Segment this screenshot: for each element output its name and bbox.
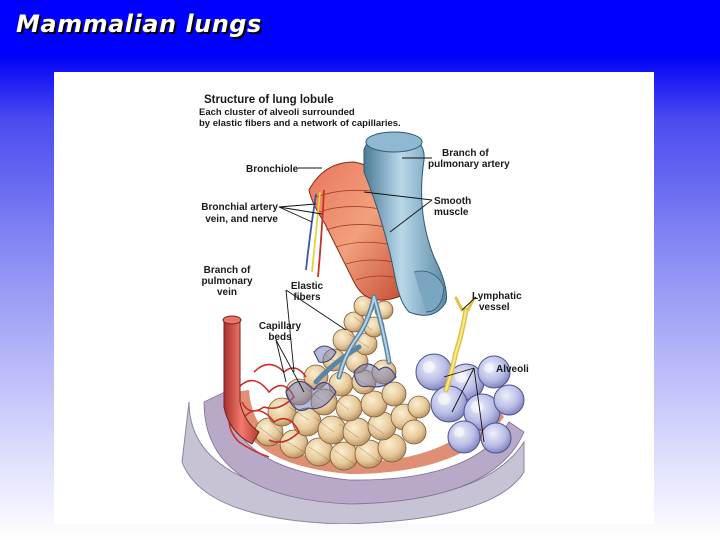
label-smooth-muscle-2: muscle <box>434 207 469 218</box>
label-lymphatic-vessel-1: Lymphatic <box>472 291 522 302</box>
figure-subheading-line-1: Each cluster of alveoli surrounded <box>199 107 355 118</box>
label-branch-pulmonary-vein-1: Branch of <box>203 265 251 276</box>
capillary-beds <box>285 345 397 411</box>
leader-lines <box>275 157 485 443</box>
label-bronchial-artery-1: Bronchial artery <box>201 202 278 213</box>
figure-panel: Structure of lung lobule Each cluster of… <box>54 72 654 524</box>
title-bar: Mammalian lungs <box>0 0 720 54</box>
label-smooth-muscle-1: Smooth <box>434 196 472 207</box>
label-alveoli: Alveoli <box>496 364 529 375</box>
label-capillary-beds-2: beds <box>268 332 292 343</box>
label-branch-pulmonary-artery-2: pulmonary artery <box>428 159 510 170</box>
label-bronchial-artery-2: vein, and nerve <box>205 214 278 225</box>
label-elastic-fibers-1: Elastic <box>290 281 324 292</box>
figure-heading: Structure of lung lobule <box>204 94 334 106</box>
label-lymphatic-vessel-2: vessel <box>479 302 510 313</box>
label-bronchiole: Bronchiole <box>246 164 299 175</box>
label-capillary-beds-1: Capillary <box>258 321 302 332</box>
pulmonary-vein <box>223 319 260 445</box>
lung-lobule-illustration <box>181 131 525 524</box>
slide-title: Mammalian lungs <box>16 10 262 38</box>
label-branch-pulmonary-vein-2: pulmonary <box>201 276 253 287</box>
label-branch-pulmonary-vein-3: vein <box>216 287 237 298</box>
figure-subheading-line-2: by elastic fibers and a network of capil… <box>199 118 401 129</box>
label-elastic-fibers-2: fibers <box>293 292 321 303</box>
label-branch-pulmonary-artery-1: Branch of <box>442 148 489 159</box>
